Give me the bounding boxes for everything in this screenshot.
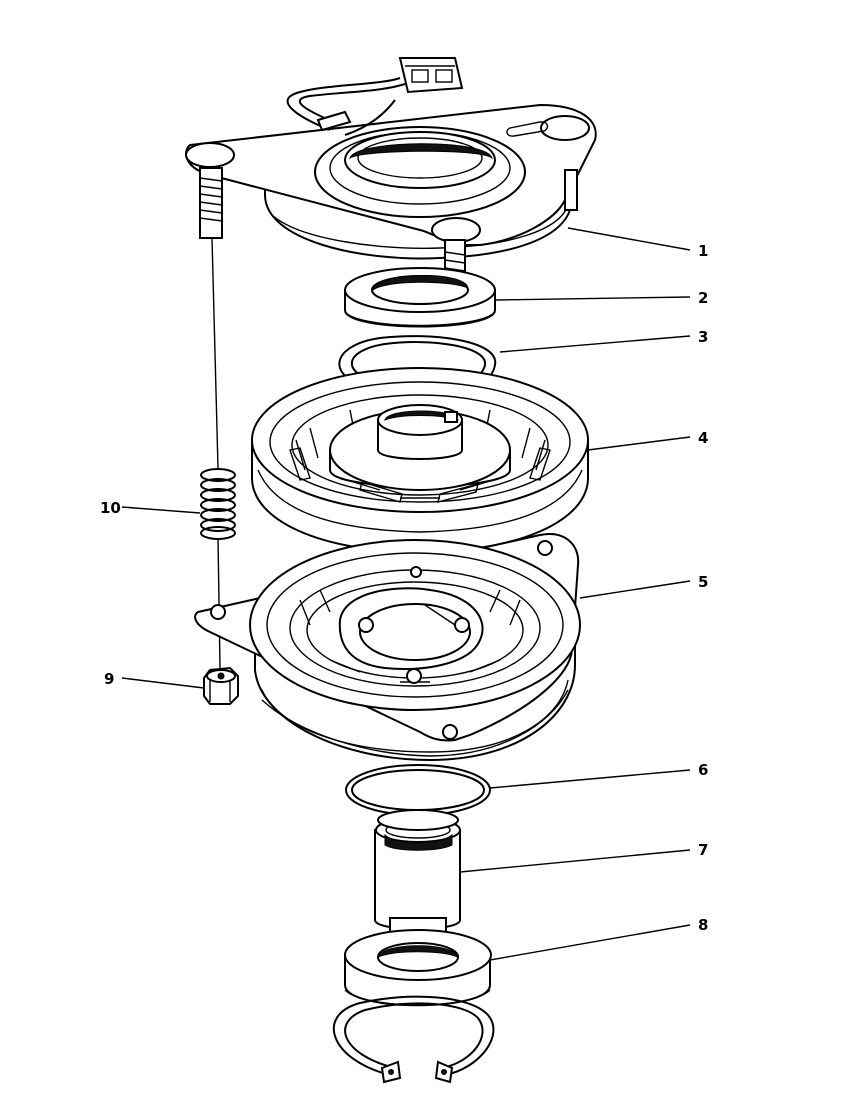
leader-line-7 [459,849,691,873]
callout-2: 2 [698,289,708,307]
callout-10: 10 [100,499,121,517]
part-1-mounting-plate [185,57,597,319]
part-5-field-housing [194,533,581,762]
part-2-bearing [344,267,496,328]
bottom-snap-ring [332,995,495,1084]
callout-labels: 1 2 3 4 5 6 7 8 9 10 [100,242,708,934]
callout-7: 7 [698,841,708,859]
part-9-nut [203,666,239,705]
callout-8: 8 [698,916,708,934]
leader-line-2 [494,296,691,301]
part-6-snap-ring [345,764,491,816]
callout-5: 5 [698,573,708,591]
leader-lines [121,227,691,961]
leader-line-1 [567,227,691,251]
leader-line-10 [121,506,201,514]
leader-line-9 [121,677,205,689]
callout-1: 1 [698,242,708,260]
leader-line-6 [489,769,691,789]
leader-line-3 [499,335,691,353]
part-10-spring [200,468,236,540]
callout-6: 6 [698,761,708,779]
leader-line-4 [587,436,691,451]
part-7-sleeve [374,809,461,947]
part-8-bearing [344,929,492,1007]
callout-4: 4 [698,429,708,447]
leader-line-8 [489,924,691,961]
callout-3: 3 [698,328,708,346]
callout-9: 9 [104,670,114,688]
part-4-pulley [251,367,589,554]
leader-line-5 [579,580,691,599]
